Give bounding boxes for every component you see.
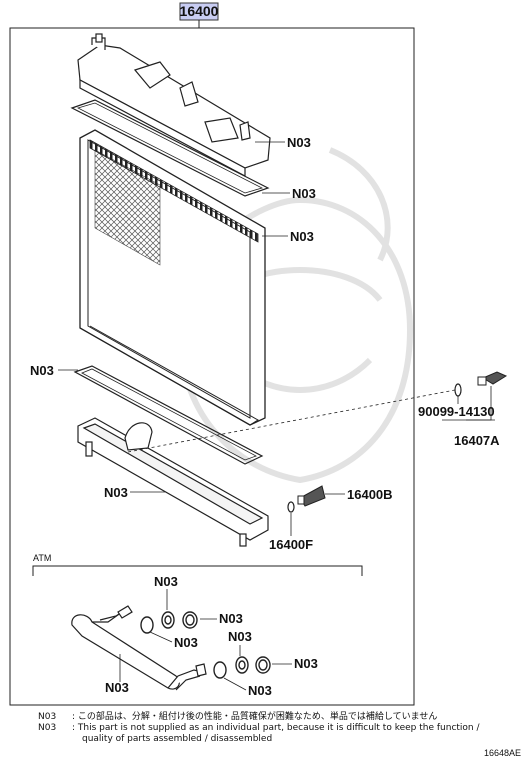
label-n03-atm-lower-left: N03 [248,683,272,698]
label-n03-atm-top: N03 [154,574,178,589]
label-n03-atm-pipe: N03 [105,680,129,695]
atm-lower-gaskets[interactable] [213,656,271,679]
footnotes: N03 : この部品は、分解・組付け後の性能・品質確保が困難なため、単品では補給… [38,712,480,745]
atm-section-label: ATM [33,553,51,563]
atm-oil-cooler-pipe[interactable] [71,605,207,691]
note-text-jp: : この部品は、分解・組付け後の性能・品質確保が困難なため、単品では補給していま… [72,712,438,722]
gasket-16400f[interactable] [287,501,295,513]
label-n03-core: N03 [290,229,314,244]
note-code-jp: N03 [38,712,57,722]
note-text-en-line2: quality of parts assembled / disassemble… [82,734,273,744]
part-number-label: 16400 [180,3,219,19]
diagram-frame [9,27,415,706]
note-english-cont: quality of parts assembled / disassemble… [38,734,480,745]
label-16400f: 16400F [269,537,313,552]
leader-lines [58,141,495,536]
label-16400b: 16400B [347,487,393,502]
label-n03-atm-upper-right: N03 [219,611,243,626]
label-n03-atm-lower-right: N03 [294,656,318,671]
label-n03-atm-middle: N03 [228,629,252,644]
label-16407a: 16407A [454,433,500,448]
upper-gasket[interactable] [70,99,270,197]
lower-gasket[interactable] [73,365,264,465]
temp-sensor-16407a[interactable] [477,371,508,386]
diagram-id: 16648AE [483,748,521,758]
note-code-en: N03 [38,723,57,733]
radiator-core[interactable] [79,129,266,426]
lower-tank[interactable] [77,417,269,547]
atm-leader-lines [119,589,292,691]
label-n03-lower-gasket: N03 [30,363,54,378]
upper-tank[interactable] [77,33,271,177]
label-n03-upper-tank: N03 [287,135,311,150]
note-japanese: N03 : この部品は、分解・組付け後の性能・品質確保が困難なため、単品では補給… [38,712,480,723]
label-n03-lower-tank: N03 [104,485,128,500]
atm-upper-gaskets[interactable] [140,611,198,634]
label-90099-14130: 90099-14130 [418,404,495,419]
atm-section-bracket [32,565,363,576]
o-ring-90099[interactable] [454,383,462,397]
label-n03-upper-gasket: N03 [292,186,316,201]
note-english: N03 : This part is not supplied as an in… [38,723,480,734]
note-text-en-line1: : This part is not supplied as an indivi… [72,723,480,733]
label-n03-atm-upper-left: N03 [174,635,198,650]
part-number-header[interactable]: 16400 [179,2,219,21]
drain-cock-16400b[interactable] [297,485,326,507]
